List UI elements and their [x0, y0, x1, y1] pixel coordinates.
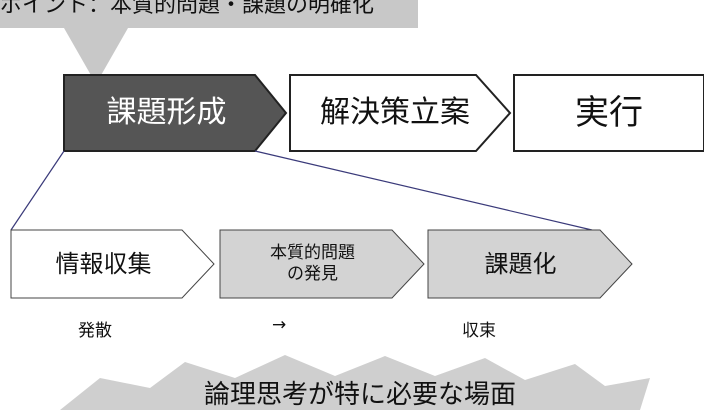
- note-convergence: 収束: [462, 321, 496, 341]
- top-step-label-1: 課題形成: [106, 95, 227, 131]
- sub-step-label-1: 情報収集: [55, 250, 152, 278]
- top-step-label-2: 解決策立案: [320, 95, 470, 131]
- top-step-shape-3: [513, 74, 704, 152]
- note-arrow: →: [272, 315, 287, 335]
- sub-step-label-2: 本質的問題 の発見: [220, 230, 405, 298]
- note-divergence: 発散: [78, 321, 112, 341]
- burst-caption: 論理思考が特に必要な場面: [203, 379, 516, 410]
- sub-step-shape-2: [219, 229, 425, 299]
- top-step-label-3: 実行: [575, 92, 643, 133]
- connector-right: [254, 150, 593, 231]
- sub-step-label-3: 課題化: [484, 250, 557, 278]
- sub-step-shape-3: [427, 229, 633, 299]
- bottom-burst: [60, 355, 650, 410]
- sub-step-label-2-line1: 本質的問題: [270, 242, 355, 263]
- top-step-shape-1: [63, 74, 288, 152]
- banner-callout: [0, 0, 418, 84]
- sub-step-label-2-line2: の発見: [287, 264, 338, 284]
- connector-left: [10, 150, 65, 231]
- sub-step-shape-1: [10, 229, 215, 299]
- banner-title: ポイント：本質的問題・課題の明確化: [0, 0, 375, 18]
- top-step-shape-2: [289, 74, 512, 152]
